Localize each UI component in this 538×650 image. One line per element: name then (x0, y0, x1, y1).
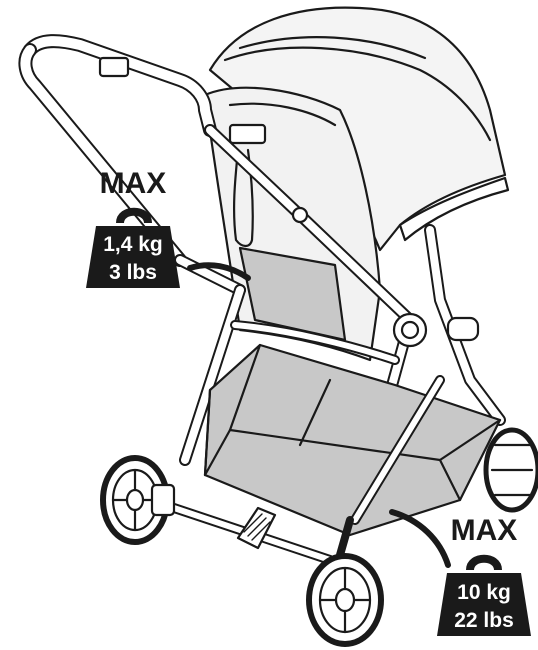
upper-weight-limit: MAX 1,4 kg 3 lbs (86, 167, 180, 288)
upper-weight-imperial: 3 lbs (109, 261, 157, 284)
upper-weight-metric: 1,4 kg (103, 233, 163, 256)
lower-basket (205, 345, 500, 535)
front-wheel (309, 520, 381, 644)
upper-max-label: MAX (100, 167, 167, 200)
lower-weight-imperial: 22 lbs (454, 609, 514, 632)
rear-left-wheel (103, 458, 174, 542)
rear-right-wheel (486, 430, 538, 510)
lower-weight-limit: MAX 10 kg 22 lbs (437, 514, 531, 636)
lower-max-label: MAX (451, 514, 518, 547)
lower-weight-metric: 10 kg (457, 581, 511, 604)
